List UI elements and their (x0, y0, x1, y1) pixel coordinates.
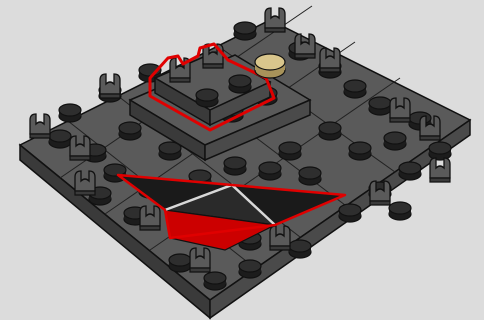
stud (49, 130, 71, 148)
stud (299, 167, 321, 185)
stud (59, 104, 81, 122)
tan-round-stud (255, 54, 285, 78)
stud (169, 254, 191, 272)
stud (384, 132, 406, 150)
stud (159, 142, 181, 160)
stud (279, 142, 301, 160)
stud (259, 162, 281, 180)
stud (369, 97, 391, 115)
clip-piece (100, 74, 120, 98)
clip-piece (265, 8, 285, 32)
clip-piece (30, 114, 50, 138)
stud (349, 142, 371, 160)
stud (119, 122, 141, 140)
stud (339, 204, 361, 222)
stud (344, 80, 366, 98)
stud (399, 162, 421, 180)
stud (319, 122, 341, 140)
stud (204, 272, 226, 290)
stud (234, 22, 256, 40)
stud (289, 240, 311, 258)
stud (224, 157, 246, 175)
stud (389, 202, 411, 220)
stud (239, 260, 261, 278)
clip-piece (430, 158, 450, 182)
stud (429, 142, 451, 160)
